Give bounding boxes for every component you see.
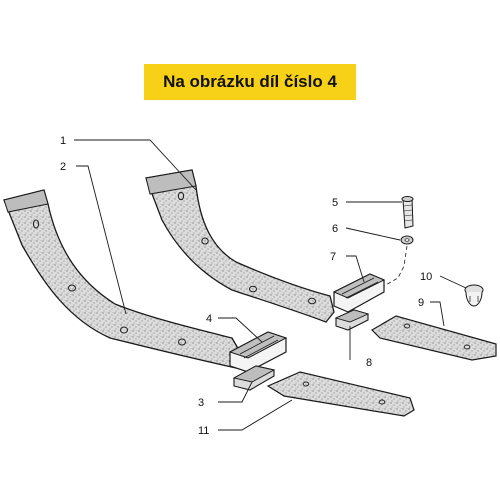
leader-6 [345,227,401,241]
leader-lines [74,139,467,431]
callout-2: 2 [60,161,66,173]
part-9-flap [371,315,497,361]
callout-3: 3 [198,397,204,409]
callout-6: 6 [332,223,338,235]
part-5-bolt [401,196,414,229]
highlight-banner: Na obrázku díl číslo 4 [144,64,356,100]
part-3-clamp-base [232,365,276,391]
callout-11: 11 [198,425,209,437]
part-6-washer [400,235,414,245]
part-11-flap [266,371,415,417]
part-2-large-flap [3,189,241,369]
callout-8: 8 [366,357,372,369]
leader-11 [218,399,293,431]
callout-1: 1 [60,135,66,147]
assembly-centerline [383,245,408,287]
banner-text: Na obrázku díl číslo 4 [163,72,337,91]
leader-9 [430,301,445,327]
leader-7 [346,255,365,283]
part-1-upper-flap [145,169,335,323]
callout-4: 4 [206,313,212,325]
part-10-clip [464,284,484,307]
part-4-clamp [228,331,288,373]
callout-9: 9 [418,297,424,309]
callout-10: 10 [420,271,432,283]
leader-2 [76,165,127,315]
leader-1 [74,139,197,191]
callout-5: 5 [332,197,338,209]
leader-3 [218,381,253,403]
part-7-clamp [332,273,386,313]
part-8-clamp-base [334,309,370,331]
leader-10 [439,275,467,289]
callout-7: 7 [330,251,336,263]
callout-labels: 1 2 3 4 5 6 7 8 9 10 11 [60,135,432,437]
leader-4 [218,317,263,343]
